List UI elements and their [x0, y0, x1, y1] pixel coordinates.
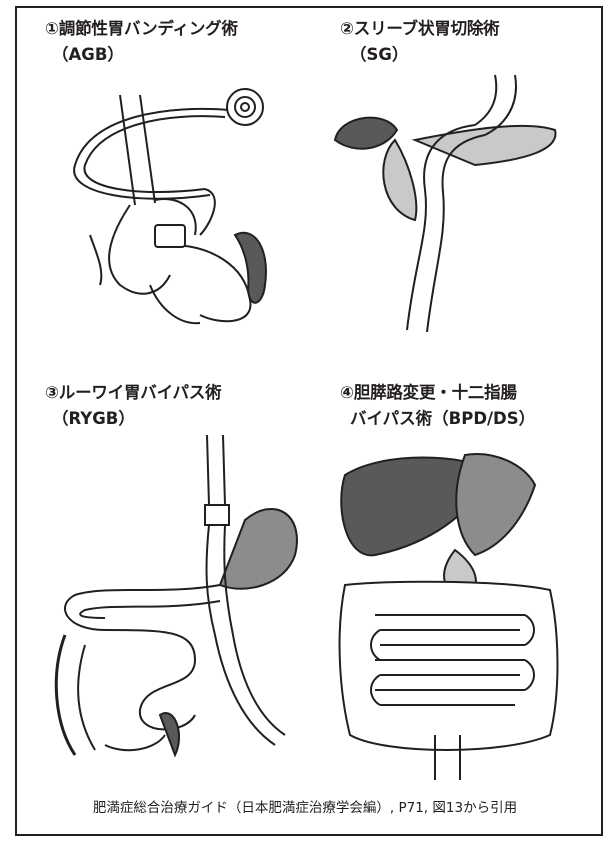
roux-en-y-bypass-illustration [45, 435, 305, 765]
panel-3-title: ③ルーワイ胃バイパス術 [45, 382, 221, 403]
panel-2-title: ②スリーブ状胃切除術 [340, 18, 499, 39]
panel-1-subtitle: （AGB） [52, 44, 124, 65]
source-caption: 肥満症総合治療ガイド（日本肥満症治療学会編）, P71, 図13から引用 [0, 796, 610, 816]
biliopancreatic-diversion-illustration [325, 435, 585, 785]
gastric-band-illustration [60, 85, 300, 325]
panel-3-subtitle: （RYGB） [52, 408, 135, 429]
sleeve-gastrectomy-illustration [325, 70, 580, 340]
panel-2-subtitle: （SG） [350, 44, 408, 65]
panel-4-subtitle: バイパス術（BPD/DS） [350, 408, 535, 429]
panel-4-title: ④胆膵路変更・十二指腸 [340, 382, 517, 403]
panel-1-title: ①調節性胃バンディング術 [45, 18, 238, 39]
